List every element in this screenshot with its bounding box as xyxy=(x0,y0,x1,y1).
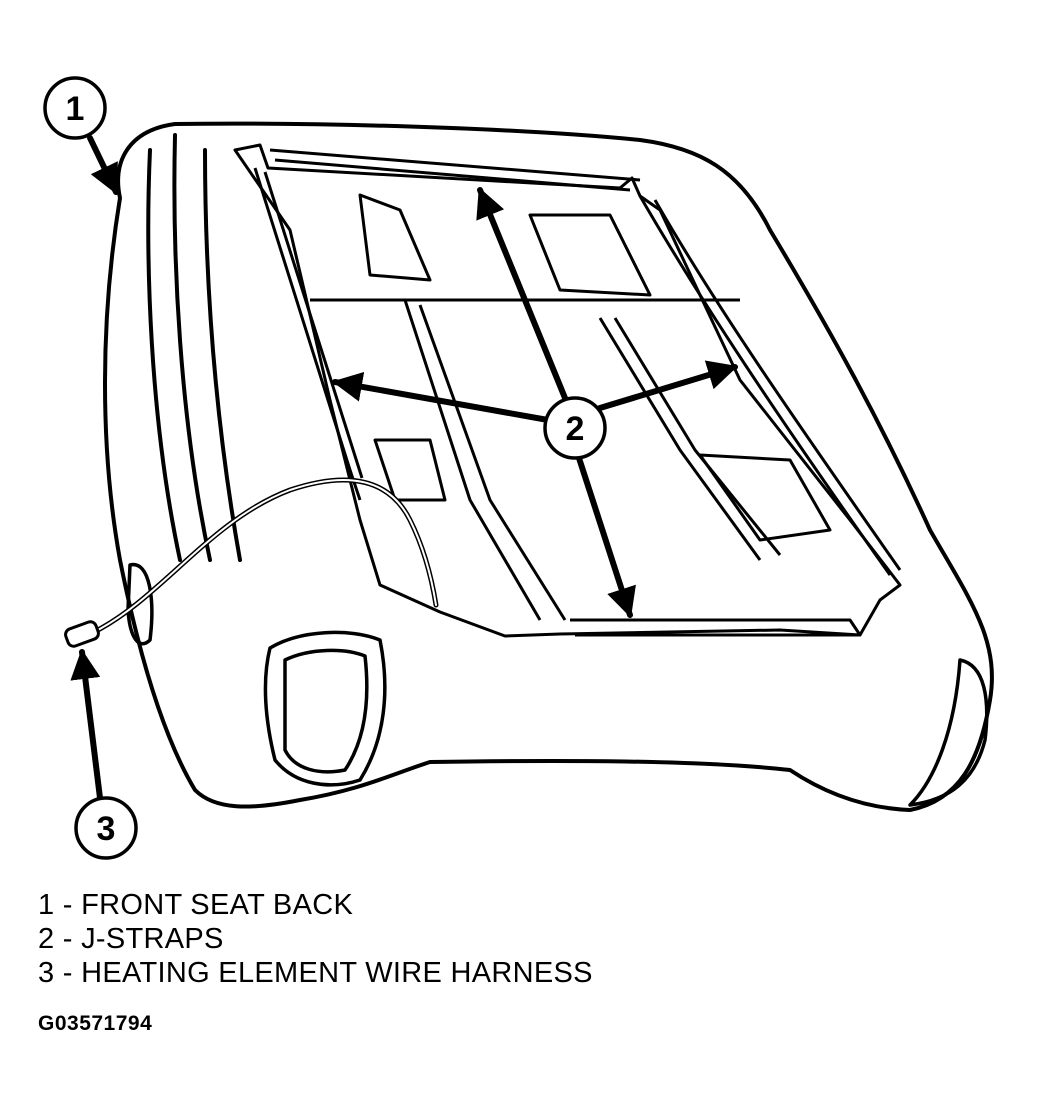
seat-frame xyxy=(233,143,902,638)
callout-1: 1 xyxy=(43,76,107,140)
legend: 1 - FRONT SEAT BACK 2 - J-STRAPS 3 - HEA… xyxy=(38,888,938,990)
legend-item-1: 1 - FRONT SEAT BACK xyxy=(38,889,354,921)
legend-item-2: 2 - J-STRAPS xyxy=(38,923,224,955)
legend-item-3: 3 - HEATING ELEMENT WIRE HARNESS xyxy=(38,957,593,989)
wire-connector xyxy=(64,620,100,648)
arrow-3 xyxy=(70,649,103,801)
callout-2-number: 2 xyxy=(566,410,585,448)
seat-back-outline xyxy=(103,121,994,812)
callout-arrows xyxy=(70,135,738,801)
figure-code: G03571794 xyxy=(38,1012,153,1035)
callout-3-number: 3 xyxy=(97,810,116,848)
arrow-2-up xyxy=(476,187,568,401)
arrow-1 xyxy=(87,135,119,195)
heating-wire-harness xyxy=(89,477,439,636)
callout-1-number: 1 xyxy=(66,90,85,128)
arrow-2-down xyxy=(575,452,636,618)
lower-pockets xyxy=(126,562,989,807)
arrow-2-right xyxy=(597,360,738,411)
arrow-2-left xyxy=(332,371,551,423)
seat-back-diagram: 1 2 3 xyxy=(43,76,994,860)
callout-2: 2 xyxy=(543,396,607,460)
callout-3: 3 xyxy=(74,796,138,860)
